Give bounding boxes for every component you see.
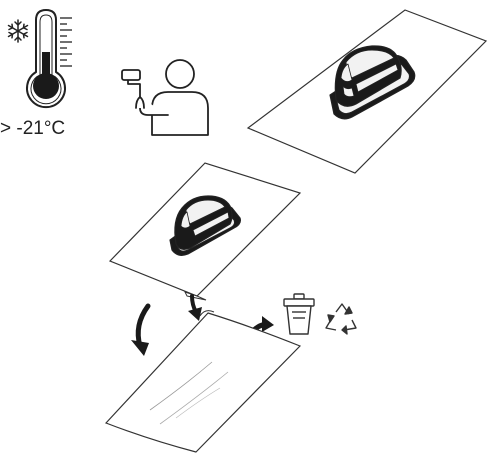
snowflake-icon [7, 19, 29, 43]
release-liner-sheet [104, 310, 302, 453]
curved-arrow-left [131, 303, 151, 356]
recycle-icon [325, 303, 357, 335]
trash-bin-icon [283, 293, 315, 335]
vent-device-medium [169, 195, 241, 256]
temperature-label: > -21°C [0, 118, 66, 139]
thermometer-icon [26, 8, 72, 109]
vent-device-large [329, 45, 416, 120]
worker-with-paint-roller-icon [121, 59, 209, 136]
arrow-down-middle [188, 294, 202, 321]
